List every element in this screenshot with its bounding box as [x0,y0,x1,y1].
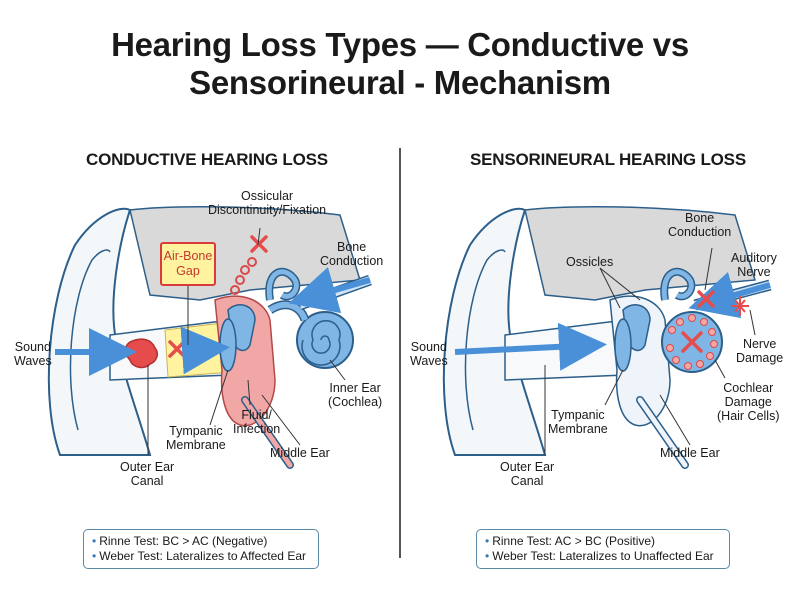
label-bone-conduction-right: Bone Conduction [668,211,732,239]
label-inner-ear: Inner Ear (Cochlea) [328,381,383,409]
label-tympanic-membrane-right: Tympanic Membrane [548,408,608,436]
air-bone-gap-callout: Air-Bone Gap [160,242,216,286]
title-line-1: Hearing Loss Types — Conductive vs [111,26,689,63]
label-sound-waves-right: Sound Waves [410,340,448,368]
panel-divider [399,148,401,558]
label-ossicular-discontinuity: Ossicular Discontinuity/Fixation [208,189,327,217]
label-nerve-damage: Nerve Damage [736,337,784,365]
sensorineural-test-results: •Rinne Test: AC > BC (Positive) •Weber T… [476,529,730,569]
label-middle-ear-right: Middle Ear [660,446,720,460]
conductive-ear [47,205,372,469]
label-ossicles: Ossicles [566,255,614,269]
label-tympanic-membrane-left: Tympanic Membrane [166,424,226,452]
label-cochlear-damage: Cochlear Damage (Hair Cells) [717,381,780,423]
label-fluid-infection: Fluid/ Infection [233,408,281,436]
conductive-heading: CONDUCTIVE HEARING LOSS [86,150,328,169]
conductive-rinne-test: •Rinne Test: BC > AC (Negative) [92,534,268,548]
label-auditory-nerve: Auditory Nerve [731,251,777,279]
label-sound-waves-left: Sound Waves [14,340,52,368]
conductive-weber-test: •Weber Test: Lateralizes to Affected Ear [92,549,306,563]
label-middle-ear-left: Middle Ear [270,446,330,460]
title-line-2: Sensorineural - Mechanism [189,64,611,101]
sensorineural-rinne-test: •Rinne Test: AC > BC (Positive) [485,534,656,548]
sensorineural-ear [442,205,772,469]
page-title: Hearing Loss Types — Conductive vs Senso… [0,26,800,102]
label-outer-ear-canal-right: Outer Ear Canal [500,460,555,488]
label-outer-ear-canal-left: Outer Ear Canal [120,460,175,488]
label-bone-conduction-left: Bone Conduction [320,240,384,268]
conductive-test-results: •Rinne Test: BC > AC (Negative) •Weber T… [83,529,319,569]
sensorineural-heading: SENSORINEURAL HEARING LOSS [470,150,746,169]
sensorineural-weber-test: •Weber Test: Lateralizes to Unaffected E… [485,549,714,563]
